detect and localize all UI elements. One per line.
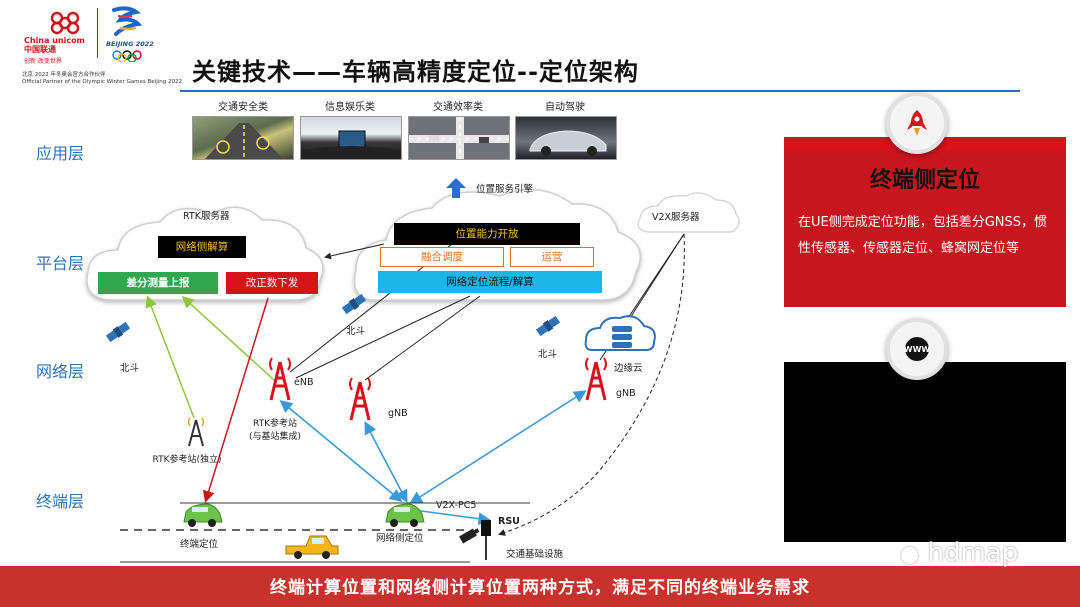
capability-open-box: 位置能力开放	[394, 223, 580, 245]
www-icon: WWW	[904, 337, 931, 361]
green-arrow-integrated	[181, 295, 275, 381]
green-car-icon	[183, 503, 223, 527]
watermark: ● hdmap	[900, 538, 1018, 568]
summary-banner-text: 终端计算位置和网络侧计算位置两种方式，满足不同的终端业务需求	[270, 578, 810, 598]
infra-label: 交通基础设施	[506, 549, 564, 560]
operation-box: 运营	[510, 247, 594, 267]
gnb-label-2: gNB	[616, 388, 636, 399]
satellite-icon	[105, 321, 131, 343]
v2x-pc5-label: V2X-PC5	[436, 500, 477, 511]
wechat-icon: ●	[900, 542, 920, 567]
up-arrow-icon	[446, 178, 466, 198]
traffic-efficiency-image	[408, 116, 510, 160]
app-label-autonomous: 自动驾驶	[545, 102, 585, 113]
rtk-ref-integrated-label: RTK参考站 (与基站集成)	[240, 416, 310, 442]
rtk-ref-integrated-text: (与基站集成)	[248, 432, 302, 442]
partner-line-cn: 北京 2022 年冬奥会官方合作伙伴	[22, 72, 106, 78]
link-platform-enb-2	[295, 295, 471, 379]
rocket-badge	[886, 92, 948, 154]
rtk-server-label: RTK服务器	[183, 211, 230, 222]
beidou-label-3: 北斗	[538, 349, 558, 360]
layer-platform: 平台层	[36, 254, 85, 273]
blue-arrow-gnb-car	[364, 421, 408, 503]
page-title: 关键技术——车辆高精度定位--定位架构	[192, 58, 639, 86]
fusion-box: 融合调度	[380, 247, 504, 267]
partner-text: 北京 2022 年冬奥会官方合作伙伴 Official Partner of t…	[22, 72, 182, 86]
link-v2x-rsu	[498, 233, 685, 536]
blue-arrow-gnb2-car	[409, 390, 587, 504]
app-label-infotainment: 信息娱乐类	[325, 102, 375, 113]
edge-cloud-label: 边缘云	[614, 363, 643, 374]
blue-arrow-pc5	[413, 509, 492, 526]
layer-terminal: 终端层	[36, 492, 85, 511]
traffic-safety-image	[192, 116, 294, 160]
app-label-efficiency: 交通效率类	[433, 102, 483, 113]
layer-network: 网络层	[36, 362, 85, 381]
link-v2x-edge	[629, 233, 685, 319]
logo-divider	[97, 8, 98, 58]
infotainment-image	[300, 116, 402, 160]
network-positioning-panel	[784, 362, 1066, 542]
network-flow-box: 网络定位流程/解算	[378, 271, 602, 293]
terminal-positioning-panel	[784, 137, 1066, 307]
v2x-server-label: V2X服务器	[652, 212, 700, 223]
autonomous-driving-image	[515, 116, 617, 160]
rtk-reference-tower-icon	[187, 417, 205, 447]
games-logo-text: BEIJING 2022	[106, 40, 154, 48]
beijing-2022-logo: BEIJING 2022	[106, 6, 156, 64]
gnb-tower-icon	[349, 377, 371, 421]
link-rtk-platform	[324, 243, 385, 260]
beidou-label-2: 北斗	[346, 326, 366, 337]
rocket-icon	[907, 110, 927, 136]
rsu-label: RSU	[498, 516, 520, 527]
rtk-ref-standalone-label: RTK参考站(独立)	[152, 455, 222, 465]
olympic-rings-icon	[112, 50, 142, 62]
china-unicom-logo: China unicom中国联通 创新·改变世界	[22, 10, 92, 65]
enb-tower-icon	[269, 357, 291, 401]
terminal-positioning-title: 终端侧定位	[869, 168, 980, 193]
green-car-icon	[385, 503, 425, 527]
network-solve-box: 网络侧解算	[158, 236, 246, 258]
yellow-truck-icon	[285, 535, 339, 559]
v2x-cloud	[637, 192, 740, 233]
beidou-label-1: 北斗	[120, 363, 140, 374]
partner-line-en: Official Partner of the Olympic Winter G…	[22, 79, 182, 85]
camera-icon	[459, 528, 480, 544]
layer-application: 应用层	[36, 144, 85, 163]
app-label-safety: 交通安全类	[218, 102, 268, 113]
gnb-tower-icon	[585, 357, 607, 401]
red-arrow-correction	[202, 297, 269, 503]
unicom-knot-icon	[50, 11, 80, 35]
brand-name: China unicom中国联通	[24, 36, 85, 54]
watermark-text: hdmap	[927, 538, 1019, 568]
diff-report-box: 差分测量上报	[98, 272, 218, 294]
rsu-icon	[481, 520, 491, 560]
gnb-label-1: gNB	[388, 408, 408, 419]
network-pos-label: 网络侧定位	[376, 533, 424, 544]
summary-banner	[0, 566, 1080, 607]
www-badge: WWW	[886, 318, 948, 380]
terminal-positioning-body: 在UE侧完成定位功能，包括差分GNSS，惯性传感器、传感器定位、蜂窝网定位等	[798, 215, 1048, 256]
location-engine-label: 位置服务引擎	[476, 184, 534, 195]
games-emblem-icon	[112, 6, 143, 36]
brand-slogan: 创新·改变世界	[24, 58, 62, 65]
link-platform-gnb	[364, 295, 481, 381]
edge-cloud-icon	[584, 315, 656, 351]
terminal-pos-label: 终端定位	[180, 539, 219, 550]
enb-label: eNB	[294, 377, 314, 388]
satellite-icon	[341, 293, 367, 315]
svg-text:WWW: WWW	[904, 345, 931, 354]
rtk-ref-station-text: RTK参考站	[253, 419, 297, 429]
green-arrow-standalone	[145, 295, 195, 419]
satellite-icon	[535, 315, 561, 337]
title-underline	[180, 90, 1020, 92]
correction-send-box: 改正数下发	[226, 272, 318, 294]
